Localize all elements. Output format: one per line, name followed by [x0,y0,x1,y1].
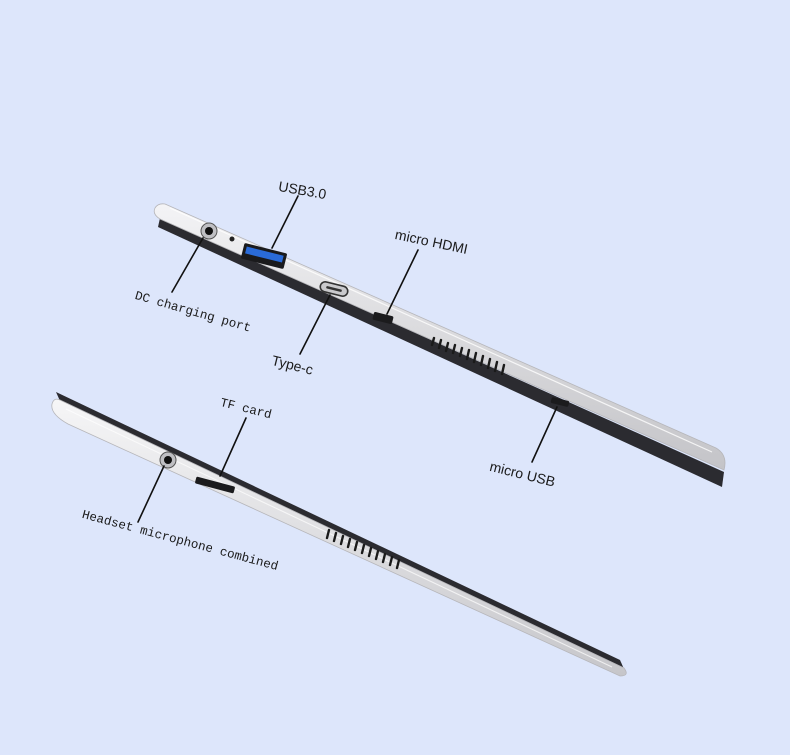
leader-tf-card [219,417,247,477]
leader-usb3 [271,195,299,249]
tablet-upper [153,203,726,487]
speaker-grille-lower [325,528,401,570]
speaker-grille-upper [430,336,506,376]
leader-micro-hdmi [386,249,419,315]
leader-lines [137,195,558,523]
tf-card-slot-icon [195,476,235,494]
mic-pinhole-icon [229,236,235,242]
micro-usb-port-icon [550,397,570,407]
micro-hdmi-port-icon [372,312,394,324]
tablet-upper-dark-edge [158,218,724,487]
type-c-port-icon [319,281,349,297]
leader-dc [171,237,204,293]
leader-headset [137,465,165,523]
tablet-lower-dark-edge [56,392,624,669]
usb3-port-icon [241,243,287,269]
tablet-lower [51,392,627,677]
leader-type-c [299,294,331,355]
leader-micro-usb [531,406,558,463]
tablet-upper-body [153,203,726,471]
